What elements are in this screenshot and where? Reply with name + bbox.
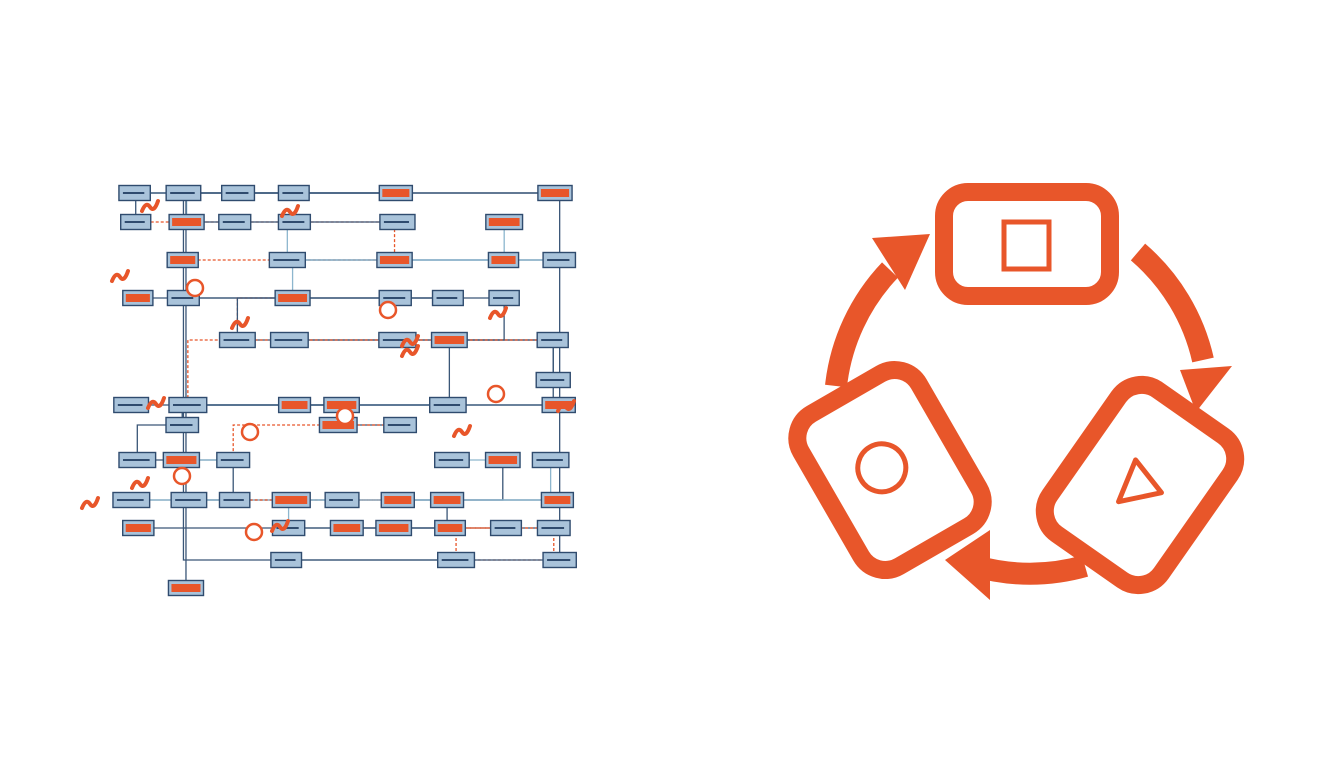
badge-icon — [335, 406, 355, 426]
arrowhead-icon — [872, 234, 930, 290]
tile-triangle — [1035, 375, 1245, 595]
node-highlight — [434, 336, 465, 344]
node-highlight — [540, 189, 570, 197]
connector-line — [236, 297, 448, 340]
squiggle-arrow-icon — [80, 496, 100, 510]
node-highlight — [488, 456, 518, 464]
squiggle-arrow-icon — [400, 344, 420, 358]
badge-icon — [378, 300, 398, 320]
badge-icon — [172, 466, 192, 486]
node-highlight — [488, 218, 520, 226]
badge-icon — [185, 278, 205, 298]
tile-circle — [788, 361, 992, 579]
squiggle-arrow-icon — [110, 269, 130, 283]
node-highlight — [433, 496, 461, 504]
node-highlight — [333, 524, 361, 532]
node-highlight — [322, 421, 355, 429]
arrowhead-icon — [945, 530, 990, 600]
node-highlight — [545, 401, 573, 409]
badge-icon — [244, 522, 264, 542]
squiggle-arrow-icon — [556, 399, 576, 413]
squiggle-arrow-icon — [140, 199, 160, 213]
node-highlight — [384, 496, 412, 504]
node-highlight — [278, 294, 308, 302]
node-highlight — [326, 401, 357, 409]
squiggle-arrow-icon — [488, 306, 508, 320]
squiggle-arrow-icon — [130, 476, 150, 490]
square-icon — [1001, 219, 1052, 272]
node-highlight — [166, 456, 197, 464]
node-highlight — [125, 524, 151, 532]
cycle-arrow-top-left — [825, 262, 899, 388]
connector-line — [455, 527, 507, 560]
node-highlight — [281, 401, 308, 409]
node-highlight — [125, 294, 150, 302]
squiggle-arrow-icon — [452, 424, 472, 438]
squiggle-arrow-icon — [270, 519, 290, 533]
node-highlight — [378, 524, 409, 532]
cycle-arrow-bottom — [971, 555, 1089, 585]
squiggle-arrow-icon — [230, 316, 250, 330]
node-highlight — [170, 256, 196, 264]
triangle-icon — [1116, 457, 1164, 505]
arrowhead-icon — [1180, 366, 1232, 412]
connector-line — [182, 193, 457, 561]
node-highlight — [544, 496, 571, 504]
node-highlight — [491, 256, 516, 264]
tile-square — [935, 183, 1119, 305]
node-highlight — [379, 256, 410, 264]
node-highlight — [172, 218, 202, 226]
node-highlight — [275, 496, 308, 504]
node-highlight — [437, 524, 463, 532]
squiggle-arrow-icon — [146, 396, 166, 410]
circle-icon — [855, 441, 909, 495]
squiggle-arrow-icon — [400, 334, 420, 348]
badge-icon — [486, 384, 506, 404]
squiggle-arrow-icon — [280, 204, 300, 218]
cycle-arrow-right — [1130, 243, 1214, 363]
node-highlight — [382, 189, 410, 197]
badge-icon — [240, 422, 260, 442]
node-highlight — [171, 584, 201, 592]
